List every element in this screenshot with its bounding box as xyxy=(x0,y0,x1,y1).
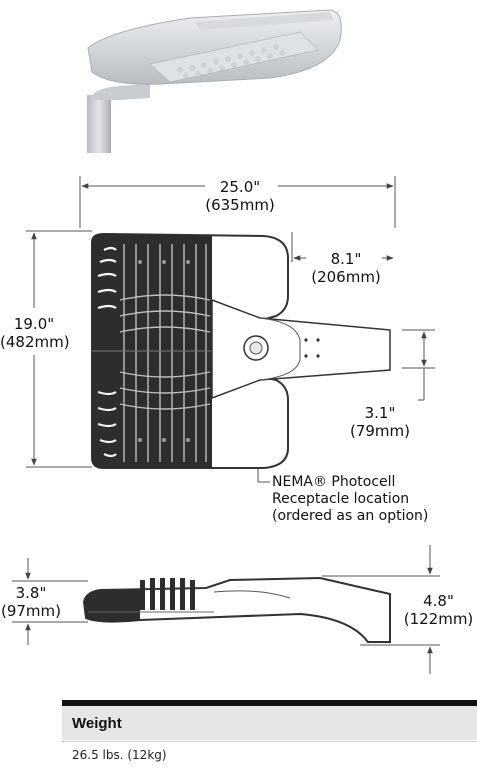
arm-length-inches: 8.1" xyxy=(330,250,362,268)
arm-length-mm: (206mm) xyxy=(311,268,381,286)
arm-width-dimension: 3.1" (79mm) xyxy=(345,404,415,440)
height-mm: (482mm) xyxy=(0,333,70,351)
nema-photocell-note: NEMA® Photocell Receptacle location (ord… xyxy=(272,474,472,525)
weight-header-label: Weight xyxy=(72,714,122,732)
weight-table-header: Weight xyxy=(62,706,477,740)
side-view-dimensions xyxy=(12,545,440,674)
fixture-photo xyxy=(87,9,342,153)
table-row-divider xyxy=(62,741,477,742)
overall-height-dimension: 19.0" (482mm) xyxy=(0,315,70,351)
side-right-height-dimension: 4.8" (122mm) xyxy=(400,592,477,628)
table-top-rule xyxy=(62,700,477,706)
side-right-inches: 4.8" xyxy=(423,592,454,610)
side-left-mm: (97mm) xyxy=(0,602,61,620)
fixture-top-view xyxy=(91,232,391,469)
side-right-mm: (122mm) xyxy=(403,610,474,628)
nema-note-line-1: NEMA® Photocell xyxy=(272,474,396,490)
width-mm: (635mm) xyxy=(205,196,275,214)
height-inches: 19.0" xyxy=(13,315,55,333)
weight-value: 26.5 lbs. (12kg) xyxy=(72,748,167,762)
arm-width-inches: 3.1" xyxy=(364,404,396,422)
nema-note-line-3: (ordered as an option) xyxy=(272,508,429,524)
side-left-inches: 3.8" xyxy=(15,584,47,602)
arm-width-mm: (79mm) xyxy=(349,422,410,440)
overall-width-dimension: 25.0" (635mm) xyxy=(190,178,290,214)
side-left-height-dimension: 3.8" (97mm) xyxy=(0,584,62,620)
nema-note-line-2: Receptacle location xyxy=(272,491,410,507)
width-inches: 25.0" xyxy=(219,178,261,196)
fixture-side-view xyxy=(82,576,391,643)
weight-table-row: 26.5 lbs. (12kg) xyxy=(62,742,477,768)
arm-length-dimension: 8.1" (206mm) xyxy=(306,250,386,286)
